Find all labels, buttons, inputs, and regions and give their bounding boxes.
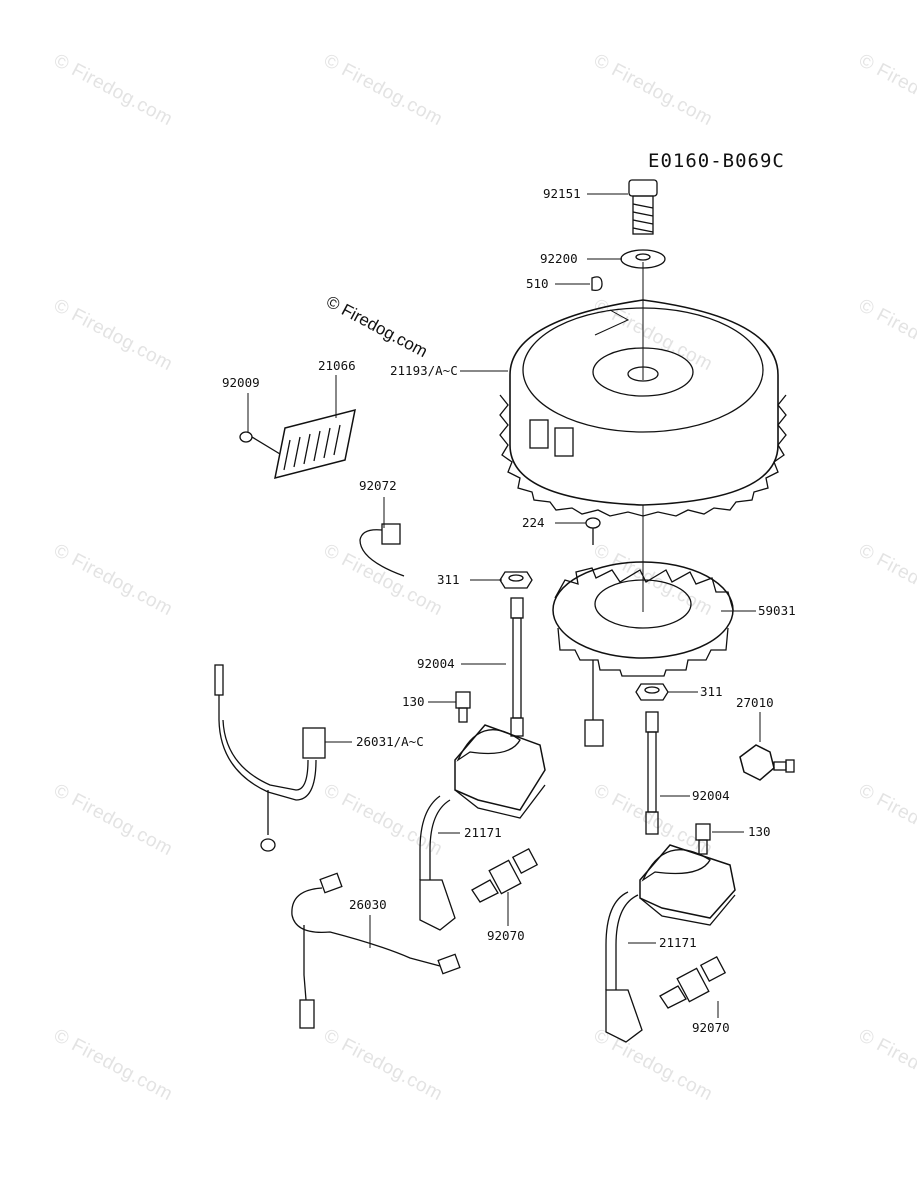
part-label-311-left: 311 [437, 572, 460, 587]
part-label-130-left: 130 [402, 694, 425, 709]
part-label-21066: 21066 [318, 358, 356, 373]
part-label-130-right: 130 [748, 824, 771, 839]
stator-59031 [552, 561, 734, 747]
part-label-21171-right: 21171 [659, 935, 697, 950]
screw-92009 [239, 431, 281, 455]
diagram-id: E0160-B069C [648, 150, 785, 172]
oil-switch-27010 [739, 744, 795, 781]
leader-lines [247, 193, 761, 1018]
washer-92200 [620, 249, 666, 269]
nut-311-right [635, 683, 669, 701]
bolt-130-left [455, 691, 471, 723]
wire-lead-26031 [214, 664, 326, 852]
part-label-21193: 21193/A~C [390, 363, 458, 378]
part-label-92070-right: 92070 [692, 1020, 730, 1035]
part-label-92072: 92072 [359, 478, 397, 493]
part-label-27010: 27010 [736, 695, 774, 710]
part-label-92004-left: 92004 [417, 656, 455, 671]
part-label-92009: 92009 [222, 375, 260, 390]
ignition-coil-21171-right [605, 844, 736, 1043]
part-label-26031: 26031/A~C [356, 734, 424, 749]
ignition-coil-21171-left [419, 724, 546, 931]
key-510 [591, 276, 603, 292]
regulator-21066 [274, 408, 356, 480]
part-label-21171-left: 21171 [464, 825, 502, 840]
part-label-26030: 26030 [349, 897, 387, 912]
flywheel-21193 [499, 299, 787, 517]
clamp-band-92072 [359, 523, 405, 577]
bolt-92151 [628, 179, 658, 235]
part-label-59031: 59031 [758, 603, 796, 618]
part-label-92200: 92200 [540, 251, 578, 266]
part-label-92004-right: 92004 [692, 788, 730, 803]
spark-plug-92070-left [471, 847, 539, 903]
stud-bolt-92004-left [510, 597, 524, 737]
screw-224 [585, 517, 601, 545]
nut-311-left [499, 571, 533, 589]
part-label-510: 510 [526, 276, 549, 291]
stud-bolt-92004-right [645, 711, 659, 835]
part-label-92151: 92151 [543, 186, 581, 201]
part-label-311-right: 311 [700, 684, 723, 699]
wire-lead-26030 [291, 872, 461, 1029]
part-label-92070-left: 92070 [487, 928, 525, 943]
spark-plug-92070-right [659, 955, 727, 1009]
bolt-130-right [695, 823, 711, 855]
part-label-224: 224 [522, 515, 545, 530]
